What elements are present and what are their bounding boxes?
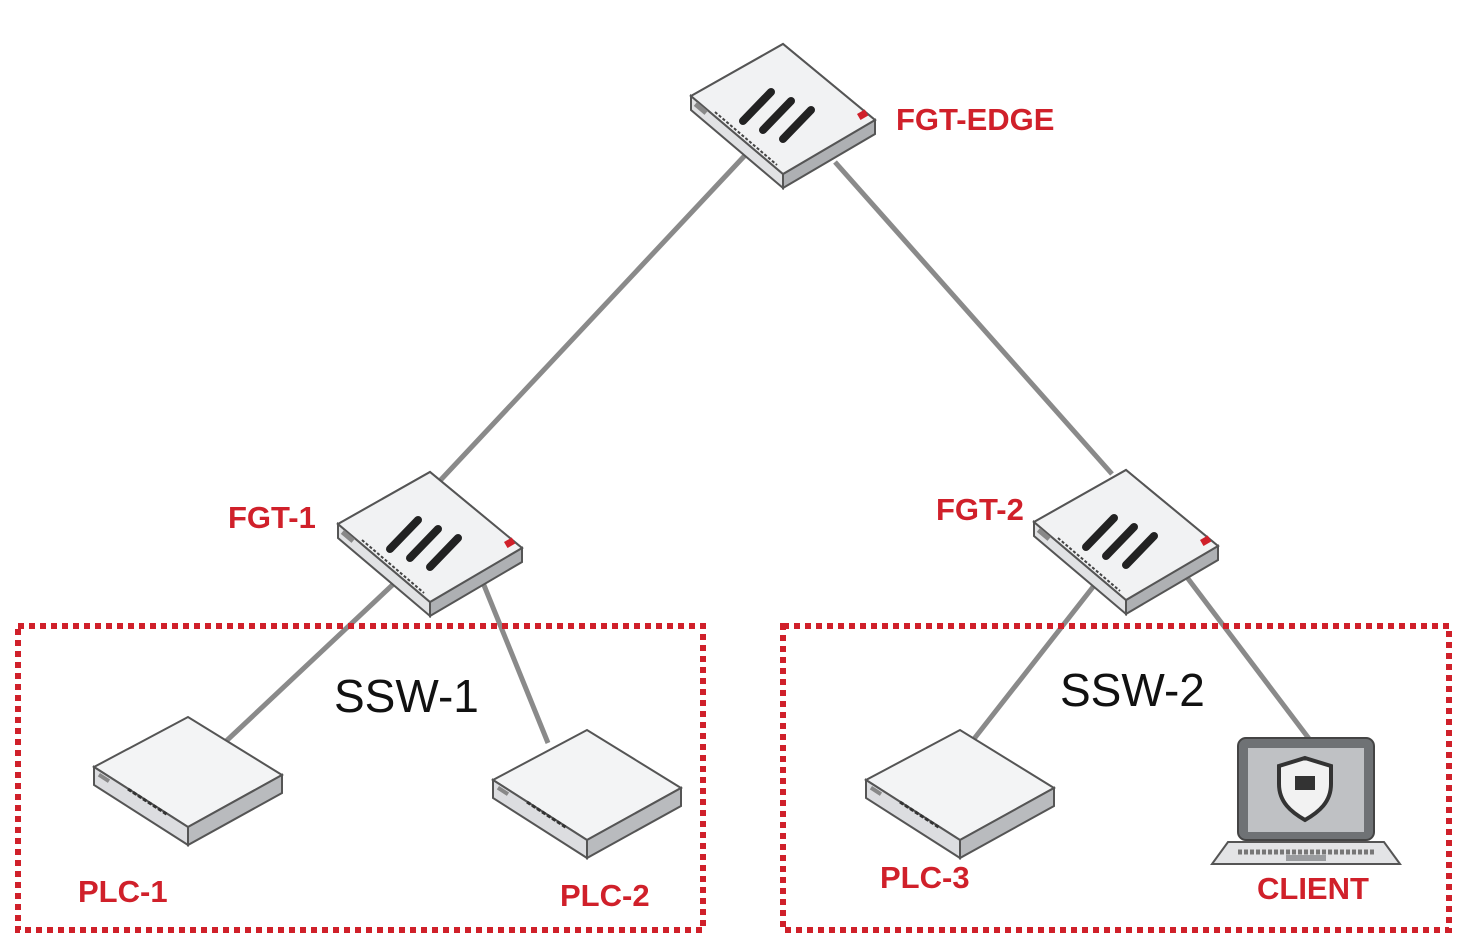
fgt-2-label: FGT-2 bbox=[936, 492, 1024, 527]
link-fgt-2-client bbox=[1184, 574, 1312, 742]
fgt-2-firewall-icon[interactable] bbox=[1034, 470, 1218, 614]
plc-3-label: PLC-3 bbox=[880, 860, 970, 895]
zone-ssw2-border bbox=[780, 623, 1452, 933]
fgt-1-label: FGT-1 bbox=[228, 500, 316, 535]
plc-3-plc-device-icon[interactable] bbox=[864, 728, 1056, 860]
fgt-edge-firewall-icon[interactable] bbox=[691, 44, 875, 188]
client-laptop-shield-icon[interactable] bbox=[1210, 737, 1402, 865]
links bbox=[220, 148, 1312, 747]
zone-ssw2-label: SSW-2 bbox=[1060, 664, 1205, 716]
zone-ssw1-border bbox=[15, 623, 706, 933]
fgt-edge-label: FGT-EDGE bbox=[896, 102, 1054, 137]
zone-ssw1-label: SSW-1 bbox=[334, 670, 479, 722]
plc-1-label: PLC-1 bbox=[78, 874, 168, 909]
plc-1-plc-device-icon[interactable] bbox=[92, 715, 284, 847]
link-fgt-2-plc-3 bbox=[968, 576, 1102, 746]
link-fgt-1-plc-1 bbox=[220, 574, 404, 747]
fgt-1-firewall-icon[interactable] bbox=[338, 472, 522, 616]
plc-2-label: PLC-2 bbox=[560, 878, 650, 913]
link-fgt-edge-fgt-2 bbox=[833, 160, 1114, 476]
link-fgt-1-plc-2 bbox=[474, 567, 551, 744]
client-label: CLIENT bbox=[1257, 871, 1369, 906]
plc-2-plc-device-icon[interactable] bbox=[491, 728, 683, 860]
link-fgt-edge-fgt-1 bbox=[433, 148, 752, 488]
